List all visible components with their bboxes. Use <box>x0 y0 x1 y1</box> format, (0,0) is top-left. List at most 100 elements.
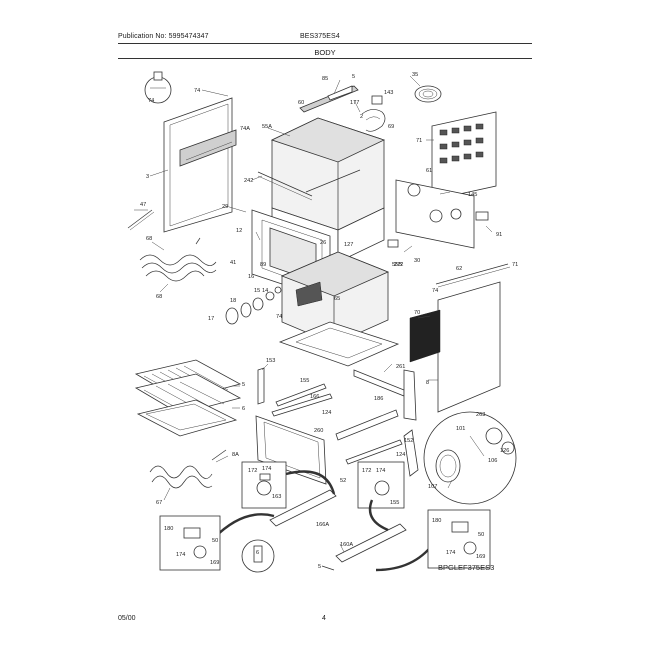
callout-label: 5 <box>318 564 321 570</box>
callout-label: 174 <box>176 552 185 558</box>
callout-label: 124 <box>322 410 331 416</box>
callout-label: 68 <box>156 294 162 300</box>
leader-lines <box>134 75 493 553</box>
callout-label: 50 <box>478 532 484 538</box>
top-rail <box>299 85 359 113</box>
callout-label: 85 <box>322 76 328 82</box>
bottom-base-plate <box>278 321 400 367</box>
callout-label: 15 <box>254 288 260 294</box>
callout-label: 35 <box>412 72 418 78</box>
callout-label: 153 <box>266 358 275 364</box>
callout-label: 180 <box>432 518 441 524</box>
callout-label: 74 <box>276 314 282 320</box>
leveling-leg-detail <box>241 539 335 573</box>
callout-label: 169 <box>476 554 485 560</box>
callout-label: 155 <box>300 378 309 384</box>
callout-label: 180 <box>164 526 173 532</box>
oven-door-panel <box>163 97 237 233</box>
bake-element <box>149 449 227 489</box>
control-panel-back <box>431 111 497 201</box>
callout-label: 263 <box>476 412 485 418</box>
callout-label: 8A <box>232 452 239 458</box>
oven-racks <box>134 359 242 437</box>
callout-label: 61 <box>426 168 432 174</box>
callout-label: 17 <box>208 316 214 322</box>
door-hinges <box>213 470 437 572</box>
callout-label: 52 <box>340 478 346 484</box>
callout-label: 8 <box>426 380 429 386</box>
oven-light-bulb <box>144 71 172 104</box>
footer-date: 05/00 <box>118 615 136 622</box>
callout-label: 74 <box>148 98 154 104</box>
fan-coil <box>414 85 442 103</box>
callout-label: 71 <box>416 138 422 144</box>
callout-label: 14 <box>262 288 268 294</box>
switch-detail-bottom-right <box>427 509 491 569</box>
callout-label: 124 <box>396 452 405 458</box>
callout-label: 155 <box>390 500 399 506</box>
callout-label: 89 <box>260 262 266 268</box>
callout-label: 127 <box>344 242 353 248</box>
lower-trim <box>335 409 419 477</box>
callout-label: 160A <box>340 542 353 548</box>
page-number: 4 <box>322 615 326 622</box>
header-rule-bottom <box>118 58 532 59</box>
callout-label: 172 <box>248 468 257 474</box>
door-hinge-rod <box>127 209 155 231</box>
side-rod <box>435 263 511 288</box>
callout-label: 91 <box>496 232 502 238</box>
lower-door-frame <box>255 415 327 485</box>
callout-label: 62 <box>456 266 462 272</box>
callout-label: 166A <box>316 522 329 528</box>
drawing-code: BPGLEF375ES3 <box>438 563 494 572</box>
callout-label: 55A <box>262 124 272 130</box>
switch-detail-right <box>357 461 405 509</box>
callout-label: 18 <box>230 298 236 304</box>
callout-label: 143 <box>384 90 393 96</box>
callout-label: 126 <box>500 448 509 454</box>
callout-label: 242 <box>244 178 253 184</box>
callout-label: 5 <box>242 382 245 388</box>
callout-label: 26 <box>320 240 326 246</box>
callout-label: 261 <box>396 364 405 370</box>
callout-label: 5 <box>352 74 355 80</box>
callout-label: 68 <box>146 236 152 242</box>
broil-element <box>139 237 217 282</box>
callout-label: 3 <box>146 174 149 180</box>
callout-label: 50 <box>212 538 218 544</box>
callout-label: 70 <box>414 310 420 316</box>
callout-label: 106 <box>488 458 497 464</box>
callout-label: 2 <box>360 114 363 120</box>
callout-label: 169 <box>210 560 219 566</box>
rack-supports <box>257 169 361 201</box>
callout-label: 260 <box>314 428 323 434</box>
switch-detail-left <box>241 461 287 509</box>
callout-label: 12 <box>236 228 242 234</box>
callout-label: 69 <box>388 124 394 130</box>
callout-label: 29 <box>222 204 228 210</box>
callout-label: 174 <box>446 550 455 556</box>
callout-label: 74A <box>240 126 250 132</box>
callout-label: 166 <box>310 394 319 400</box>
callout-label: 65 <box>334 296 340 302</box>
side-panel <box>409 281 501 413</box>
vent-tube <box>361 95 386 132</box>
callout-label: 107 <box>428 484 437 490</box>
callout-label: 177 <box>350 100 359 106</box>
callout-label: 30 <box>414 258 420 264</box>
callout-label: 16 <box>248 274 254 280</box>
oven-cavity-lower <box>280 251 390 345</box>
model-number: BES375ES4 <box>300 33 340 40</box>
callout-label: 74 <box>194 88 200 94</box>
callout-label: 186 <box>374 396 383 402</box>
callout-label: 67 <box>156 500 162 506</box>
callout-label: 55B <box>392 262 402 268</box>
callout-label: 174 <box>262 466 271 472</box>
callout-label: 172 <box>362 468 371 474</box>
trim-strips <box>257 367 417 421</box>
fastener-parts <box>225 286 282 325</box>
callout-label: 163 <box>272 494 281 500</box>
header-rule-top <box>118 43 532 44</box>
callout-labels: 74 74 74A 3 47 68 68 29 12 41 16 15 14 1… <box>140 72 518 570</box>
